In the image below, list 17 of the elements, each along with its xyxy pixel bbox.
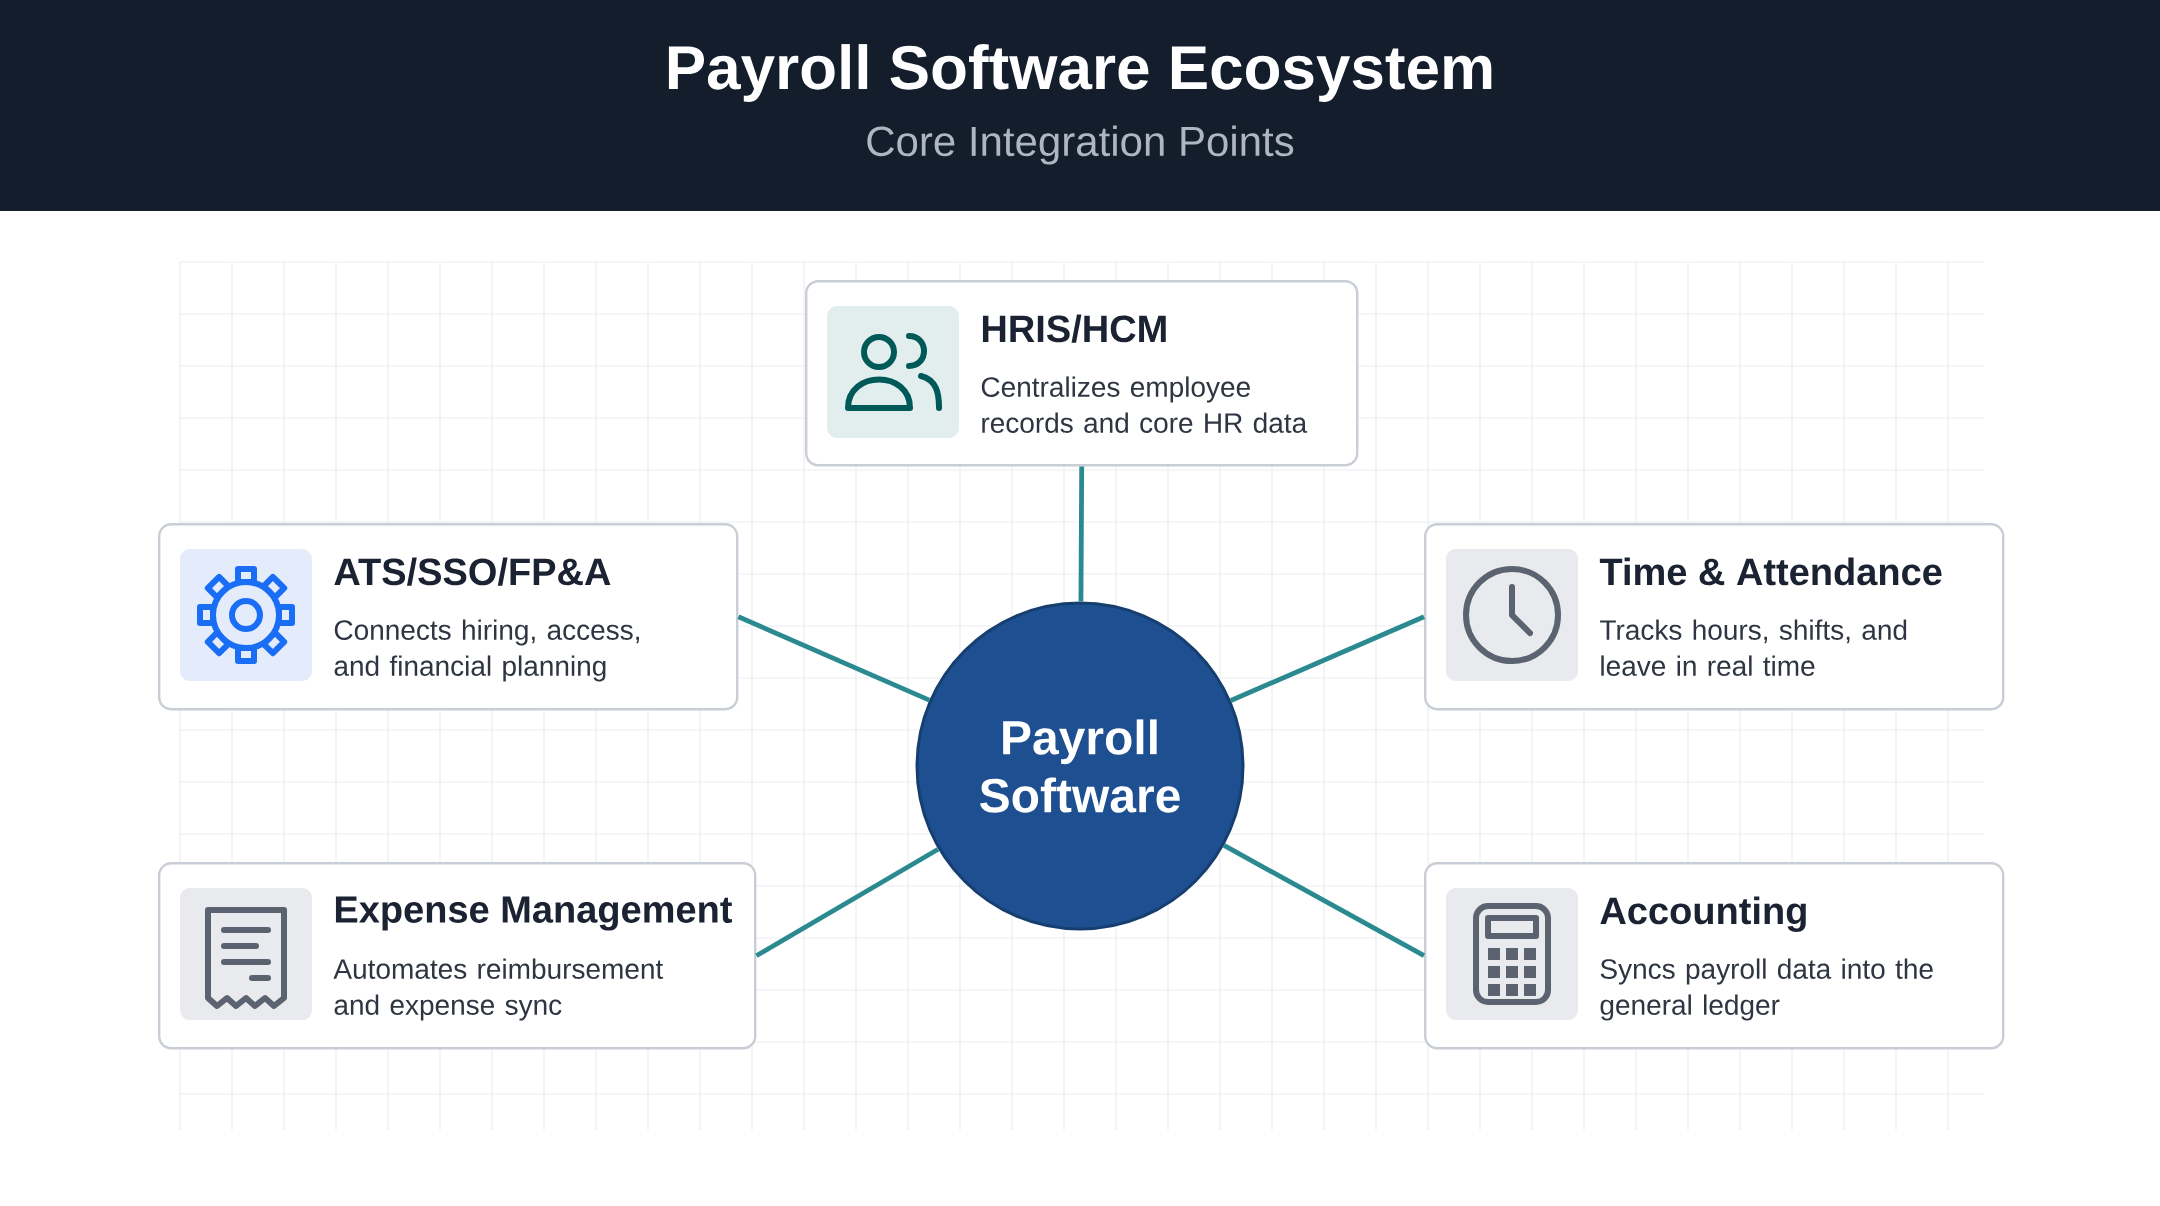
title: Payroll Software Ecosystem — [668, 44, 1492, 102]
connector-line — [1222, 843, 1426, 958]
card-description: Connects hiring, access, and financial planning — [334, 619, 639, 682]
connector-line — [737, 614, 931, 703]
card-heading: HRIS/HCM — [982, 314, 1166, 343]
card-description: Syncs payroll data into the general ledger — [1600, 958, 1933, 1021]
card-description: Centralizes employee records and core HR data — [981, 376, 1308, 433]
card-description: Tracks hours, shifts, and leave in real time — [1600, 619, 1907, 676]
card-heading: Expense Management — [335, 896, 732, 931]
card-heading: Time & Attendance — [1599, 557, 1942, 586]
card-description: Automates reimbursement and expense sync — [333, 958, 664, 1021]
connector-line — [1078, 466, 1085, 602]
connector-line — [755, 847, 940, 958]
card-heading: ATS/SSO/FP&A — [334, 557, 611, 586]
connector-line — [1229, 614, 1425, 703]
card-heading: Accounting — [1600, 896, 1806, 932]
subtitle: Core Integration Points — [867, 125, 1294, 165]
